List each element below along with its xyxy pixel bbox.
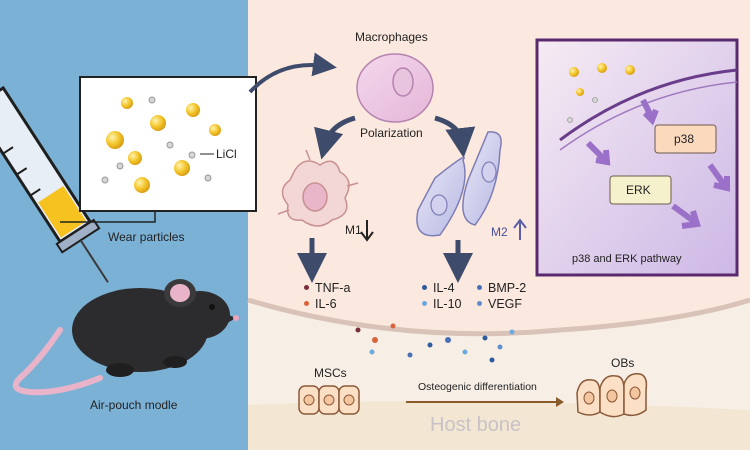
licl-label: LiCl bbox=[216, 147, 237, 161]
pathway-panel bbox=[535, 38, 739, 277]
mscs-label: MSCs bbox=[314, 366, 347, 380]
m1-label: M1 bbox=[345, 223, 362, 237]
arrow-to-m2 bbox=[434, 115, 476, 158]
cytokine-label: TNF-a bbox=[315, 281, 351, 295]
particles-group bbox=[101, 96, 221, 193]
cytokine-dot bbox=[422, 301, 427, 307]
syringe-icon bbox=[0, 85, 109, 283]
obs-label: OBs bbox=[611, 356, 635, 370]
macrophage-nucleus bbox=[392, 67, 414, 97]
secreted-cytokines bbox=[355, 323, 515, 363]
arrow-down-icon bbox=[360, 220, 374, 242]
cytokine-dot bbox=[477, 301, 482, 307]
m2-cells bbox=[416, 131, 502, 237]
cytokine-label: IL-6 bbox=[315, 297, 337, 311]
cytokine-dot bbox=[304, 301, 309, 307]
p38-box bbox=[654, 124, 717, 154]
pathway-particles bbox=[567, 63, 635, 123]
macrophages-label: Macrophages bbox=[355, 30, 428, 44]
cytokine-il-4: IL-4 bbox=[422, 282, 455, 295]
cytokine-dot bbox=[304, 285, 309, 291]
cytokine-dot bbox=[477, 285, 482, 291]
mouse-icon bbox=[12, 279, 239, 396]
arrow-to-macrophages bbox=[248, 52, 337, 94]
membrane-curve bbox=[559, 68, 738, 142]
differentiation-arrowhead bbox=[556, 397, 564, 407]
cytokine-il-10: IL-10 bbox=[422, 298, 462, 311]
arrow-to-m1 bbox=[314, 115, 356, 160]
cytokine-label: VEGF bbox=[488, 297, 523, 311]
cytokine-il-6: IL-6 bbox=[304, 298, 337, 311]
cytokine-label: IL-4 bbox=[433, 281, 455, 295]
wear-particles-label: Wear particles bbox=[108, 230, 185, 244]
cytokine-bmp-2: BMP-2 bbox=[477, 282, 526, 295]
cytokine-label: IL-10 bbox=[433, 297, 462, 311]
cytokine-label: BMP-2 bbox=[488, 281, 527, 295]
pathway-arrows bbox=[585, 98, 730, 229]
callout-line bbox=[60, 211, 156, 223]
host-bone-label: Host bone bbox=[430, 414, 522, 436]
erk-label: ERK bbox=[626, 183, 651, 197]
erk-box bbox=[609, 175, 672, 205]
msc-cells bbox=[298, 385, 360, 415]
arrow-up-icon bbox=[513, 218, 527, 240]
tissue-membrane bbox=[247, 297, 750, 337]
m1-cell bbox=[277, 149, 359, 227]
m2-label: M2 bbox=[491, 225, 508, 239]
p38-label: p38 bbox=[674, 132, 695, 146]
cytokine-dot bbox=[422, 285, 427, 291]
ob-cells bbox=[576, 372, 648, 418]
cytokine-vegf: VEGF bbox=[477, 298, 522, 311]
osteogenic-label: Osteogenic differentiation bbox=[418, 381, 537, 393]
pathway-title: p38 and ERK pathway bbox=[572, 253, 682, 265]
air-pouch-label: Air-pouch modle bbox=[90, 398, 178, 412]
cytokine-tnf-a: TNF-a bbox=[304, 282, 350, 295]
polarization-label: Polarization bbox=[360, 126, 423, 140]
left-panel bbox=[0, 0, 248, 450]
